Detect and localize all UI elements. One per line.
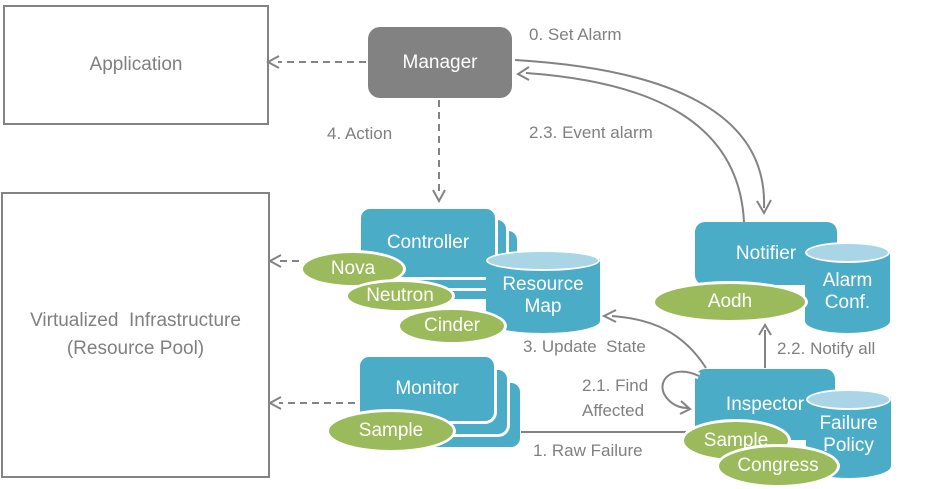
manager-label: Manager xyxy=(402,51,478,73)
aodh-plugin: Aodh xyxy=(652,281,808,323)
label-event-alarm: 2.3. Event alarm xyxy=(529,123,653,142)
alarm-conf-datastore: Alarm Conf. xyxy=(805,242,890,333)
cylinder-body xyxy=(805,251,890,333)
congress-plugin: Congress xyxy=(716,444,840,488)
manager-component: Manager xyxy=(368,27,512,98)
infrastructure-label-line2: (Resource Pool) xyxy=(66,338,205,359)
controller-label: Controller xyxy=(386,232,470,253)
arrow-event-alarm-notifier-to-manager xyxy=(516,66,745,223)
label-update-state: 3. Update State xyxy=(523,337,646,356)
arrow-manager-to-application xyxy=(265,55,366,69)
inspector-label: Inspector xyxy=(725,393,805,415)
arrow-set-alarm-manager-to-notifier xyxy=(514,59,772,216)
cinder-plugin: Cinder xyxy=(397,307,507,345)
resource-map-label: Resource Map xyxy=(502,274,584,317)
label-raw-failure: 1. Raw Failure xyxy=(533,441,643,460)
inspector-sample-plugin: Sample xyxy=(681,419,791,462)
virtualized-infrastructure-box: Virtualized Infrastructure (Resource Poo… xyxy=(1,192,270,478)
label-set-alarm: 0. Set Alarm xyxy=(529,25,622,44)
arrow-notify-all-inspector-to-notifier xyxy=(758,323,772,368)
failure-policy-label: Failure Policy xyxy=(819,413,878,456)
application-box: Application xyxy=(3,5,269,125)
arrow-action-manager-to-controller xyxy=(432,100,446,204)
notifier-label: Notifier xyxy=(735,242,797,264)
cylinder-top xyxy=(806,389,891,410)
arrow-find-affected-inspector-loop xyxy=(659,368,701,415)
label-find-affected: 2.1. Find Affected xyxy=(582,376,649,420)
arrow-update-state-inspector-to-resource-map xyxy=(601,309,707,369)
cylinder-top xyxy=(486,250,600,271)
infrastructure-label-line1: Virtualized Infrastructure xyxy=(30,310,241,331)
monitor-label: Monitor xyxy=(395,378,459,399)
label-notify-all: 2.2. Notify all xyxy=(777,339,876,358)
monitor-sample-plugin: Sample xyxy=(326,409,456,453)
alarm-conf-label: Alarm Conf. xyxy=(822,270,873,313)
cylinder-top xyxy=(805,242,890,263)
label-action: 4. Action xyxy=(327,124,393,143)
application-label: Application xyxy=(89,54,183,75)
arrow-controller-to-infrastructure xyxy=(267,254,299,268)
arrow-monitor-to-infrastructure xyxy=(267,396,355,410)
